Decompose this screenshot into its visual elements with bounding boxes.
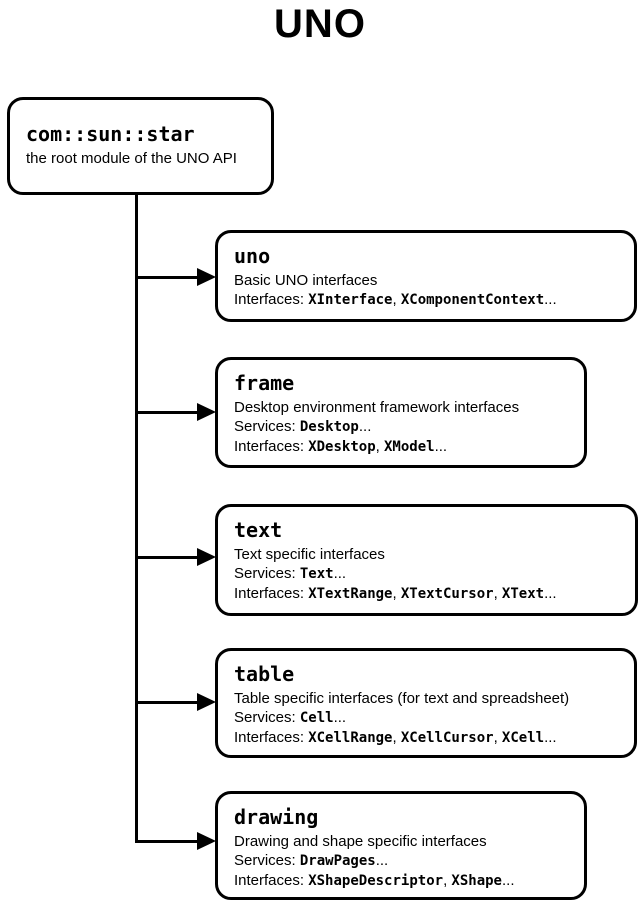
module-name: uno (234, 244, 271, 268)
module-name: drawing (234, 805, 319, 829)
module-interfaces-line: Interfaces: XInterface, XComponentContex… (234, 291, 557, 308)
module-services-line: Services: Cell... (234, 709, 347, 726)
arrowhead-icon-frame (197, 403, 216, 421)
module-description: Desktop environment framework interfaces (234, 399, 520, 416)
module-box-uno: uno Basic UNO interfaces Interfaces: XIn… (215, 230, 637, 322)
module-box-frame: frame Desktop environment framework inte… (215, 357, 587, 468)
arrowhead-icon-text (197, 548, 216, 566)
module-name: table (234, 662, 295, 686)
module-description: Drawing and shape specific interfaces (234, 833, 487, 850)
module-description: Text specific interfaces (234, 546, 385, 563)
page-title: UNO (274, 2, 366, 46)
root-module-name: com::sun::star (26, 122, 195, 146)
module-box-table: table Table specific interfaces (for tex… (215, 648, 637, 758)
branch-line-table (135, 701, 199, 704)
root-module-description: the root module of the UNO API (26, 150, 237, 167)
branch-line-text (135, 556, 199, 559)
module-name: frame (234, 371, 295, 395)
module-services-line: Services: Text... (234, 565, 347, 582)
arrowhead-icon-table (197, 693, 216, 711)
tree-trunk-line (135, 195, 138, 843)
arrowhead-icon-uno (197, 268, 216, 286)
module-interfaces-line: Interfaces: XDesktop, XModel... (234, 438, 448, 455)
arrowhead-icon-drawing (197, 832, 216, 850)
module-services-line: Services: Desktop... (234, 418, 372, 435)
branch-line-drawing (135, 840, 199, 843)
module-interfaces-line: Interfaces: XTextRange, XTextCursor, XTe… (234, 585, 557, 602)
module-services-line: Services: DrawPages... (234, 852, 389, 869)
branch-line-uno (135, 276, 199, 279)
module-box-text: text Text specific interfaces Services: … (215, 504, 638, 616)
branch-line-frame (135, 411, 199, 414)
module-interfaces-line: Interfaces: XShapeDescriptor, XShape... (234, 872, 515, 889)
root-module-box: com::sun::star the root module of the UN… (7, 97, 274, 195)
module-description: Table specific interfaces (for text and … (234, 690, 570, 707)
module-description: Basic UNO interfaces (234, 272, 378, 289)
module-name: text (234, 518, 283, 542)
module-box-drawing: drawing Drawing and shape specific inter… (215, 791, 587, 900)
module-interfaces-line: Interfaces: XCellRange, XCellCursor, XCe… (234, 729, 557, 746)
